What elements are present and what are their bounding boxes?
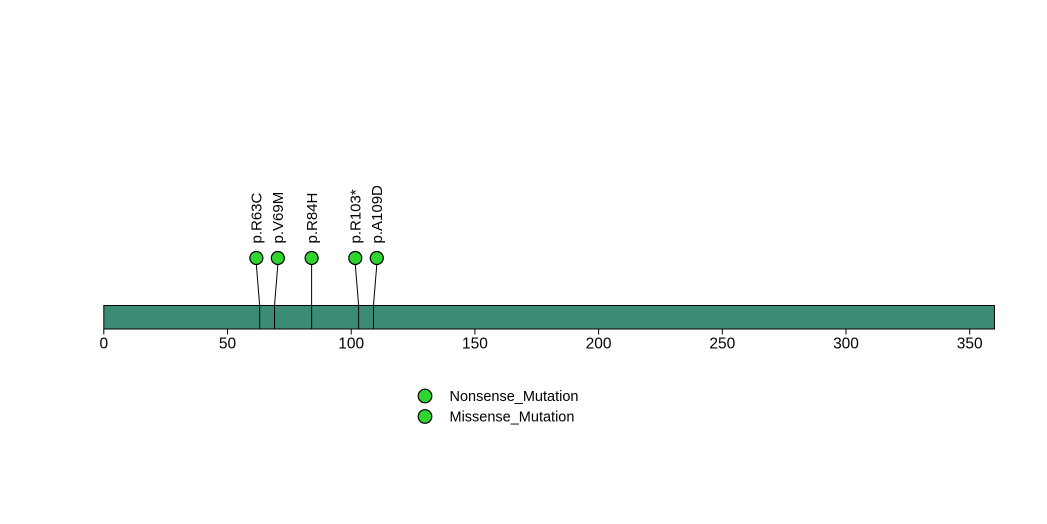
- mutation-label: p.R84H: [304, 193, 321, 244]
- mutation-lollipop: p.R63C: [249, 192, 266, 329]
- lollipop-stick: [372, 264, 378, 329]
- axis-tick-label: 200: [586, 336, 612, 353]
- mutation-label: p.V69M: [270, 192, 287, 244]
- lollipop-stick: [255, 264, 261, 329]
- mutation-label: p.R103*: [348, 189, 365, 243]
- axis-tick-label: 100: [338, 336, 364, 353]
- protein-bar-rect: [103, 305, 995, 330]
- mutation-lollipop: p.R84H: [304, 193, 321, 329]
- mutation-circle: [304, 250, 319, 266]
- protein-bar: [103, 305, 995, 330]
- mutation-circle: [270, 250, 285, 266]
- lollipop-stick: [354, 264, 360, 329]
- mutation-lollipop: p.V69M: [270, 192, 287, 329]
- axis-tick-label: 0: [99, 336, 108, 353]
- mutation-circle: [249, 250, 264, 266]
- axis-tick-label: 350: [957, 336, 983, 353]
- axis-tick-label: 150: [462, 336, 488, 353]
- legend-marker-icon: [417, 409, 433, 424]
- mutation-circle: [369, 250, 384, 266]
- mutation-lollipop: p.R103*: [348, 189, 365, 329]
- lollipop-stick: [274, 264, 279, 329]
- axis-tick-label: 250: [709, 336, 735, 353]
- legend-label: Missense_Mutation: [450, 409, 575, 425]
- x-axis: 0 50 100 150 200 250 300 350: [99, 329, 983, 353]
- legend-label: Nonsense_Mutation: [450, 389, 579, 405]
- mutation-label: p.A109D: [369, 185, 386, 244]
- mutation-label: p.R63C: [249, 192, 266, 243]
- legend-marker-icon: [417, 388, 433, 404]
- axis-tick-label: 50: [219, 336, 237, 353]
- axis-tick-label: 300: [833, 336, 859, 353]
- mutation-lollipop: p.A109D: [369, 185, 386, 329]
- mutation-circle: [348, 250, 363, 266]
